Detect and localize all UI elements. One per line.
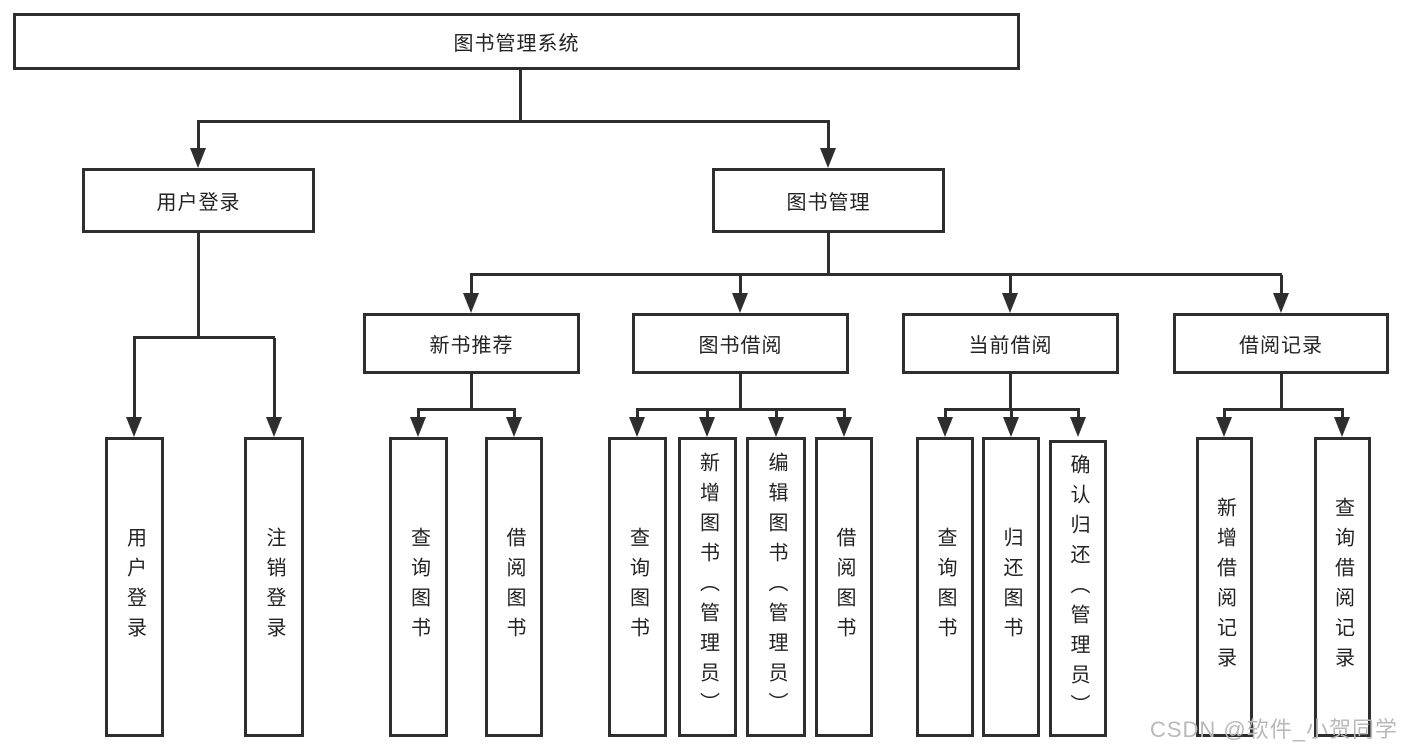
connector-arrow-icon — [1216, 410, 1232, 437]
node-borrow-records: 借阅记录 — [1173, 313, 1389, 374]
connector-arrow-icon — [836, 410, 852, 437]
connector-line — [1280, 374, 1283, 410]
leaf-query-borrow-record: 查询借阅记录 — [1314, 437, 1371, 737]
connector-line — [1009, 374, 1012, 410]
leaf-logout: 注销登录 — [244, 437, 304, 737]
connector-arrow-icon — [820, 122, 836, 168]
leaf-confirm-return-admin: 确认归还（管理员） — [1049, 440, 1107, 737]
leaf-return-books: 归还图书 — [982, 437, 1040, 737]
leaf-add-books-admin: 新增图书（管理员） — [678, 437, 737, 737]
node-new-book-recommend: 新书推荐 — [363, 313, 580, 374]
connector-arrow-icon — [699, 410, 715, 437]
connector-line — [636, 408, 846, 411]
connector-arrow-icon — [1334, 410, 1350, 437]
connector-arrow-icon — [1003, 410, 1019, 437]
node-book-borrowing: 图书借阅 — [632, 313, 849, 374]
connector-arrow-icon — [506, 410, 522, 437]
connector-arrow-icon — [1002, 275, 1018, 313]
connector-arrow-icon — [1070, 410, 1086, 437]
connector-arrow-icon — [937, 410, 953, 437]
leaf-query-books: 查询图书 — [608, 437, 667, 737]
connector-arrow-icon — [126, 338, 142, 437]
watermark: CSDN @软件_小贺同学 — [1149, 717, 1398, 742]
connector-line — [519, 69, 522, 123]
connector-line — [1223, 408, 1344, 411]
node-book-management: 图书管理 — [712, 168, 945, 233]
connector-line — [470, 273, 1282, 276]
connector-arrow-icon — [463, 275, 479, 313]
connector-arrow-icon — [732, 275, 748, 313]
node-user-login: 用户登录 — [82, 168, 315, 233]
connector-line — [197, 233, 200, 339]
connector-arrow-icon — [1273, 275, 1289, 313]
leaf-add-borrow-record: 新增借阅记录 — [1196, 437, 1253, 737]
leaf-user-login: 用户登录 — [105, 437, 164, 737]
connector-line — [827, 233, 830, 276]
node-current-borrowing: 当前借阅 — [902, 313, 1119, 374]
connector-line — [197, 120, 830, 123]
connector-line — [470, 374, 473, 410]
connector-line — [944, 408, 1080, 411]
leaf-query-books: 查询图书 — [916, 437, 974, 737]
connector-arrow-icon — [266, 338, 282, 437]
leaf-query-books: 查询图书 — [389, 437, 448, 737]
connector-arrow-icon — [629, 410, 645, 437]
leaf-edit-books-admin: 编辑图书（管理员） — [746, 437, 806, 737]
connector-line — [739, 374, 742, 410]
connector-arrow-icon — [410, 410, 426, 437]
connector-line — [133, 336, 275, 339]
node-library-system: 图书管理系统 — [13, 13, 1020, 70]
connector-line — [417, 408, 516, 411]
connector-arrow-icon — [190, 122, 206, 168]
leaf-borrow-books: 借阅图书 — [815, 437, 873, 737]
leaf-borrow-books: 借阅图书 — [485, 437, 543, 737]
connector-arrow-icon — [768, 410, 784, 437]
